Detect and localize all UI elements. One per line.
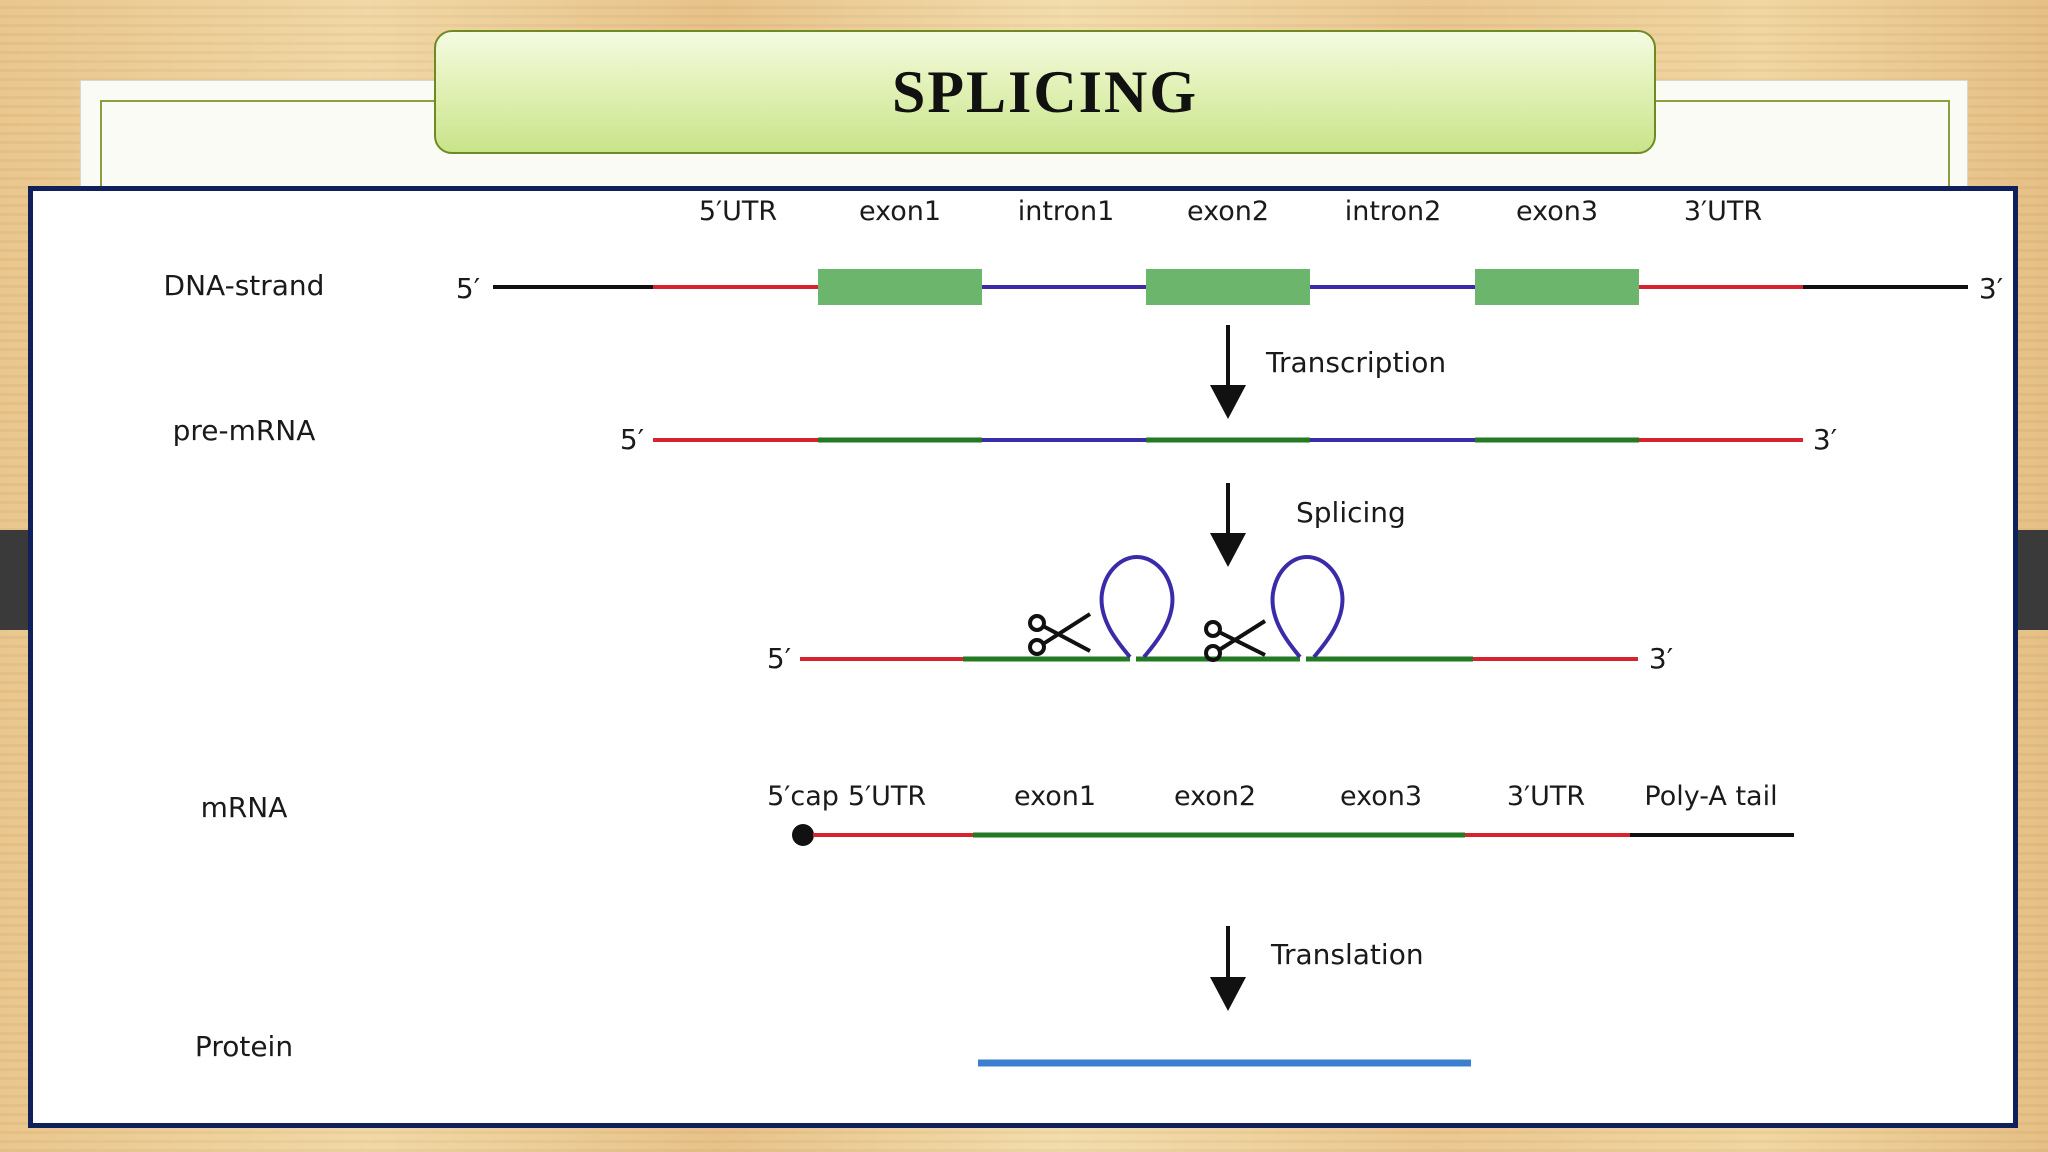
dna-5prime-label: 5′ (456, 272, 480, 305)
splice-5prime-label: 5′ (767, 642, 791, 675)
region-label-3utr: 3′UTR (1684, 196, 1762, 227)
mrna-label-3utr: 3′UTR (1507, 781, 1585, 812)
step-transcription-label: Transcription (1265, 346, 1446, 379)
dna-exon2 (1146, 269, 1310, 305)
pre-mrna-3prime-label: 3′ (1813, 423, 1837, 456)
intron1-lariat-icon (1099, 554, 1175, 659)
translation-arrow-icon (1210, 977, 1246, 1011)
step-splicing-label: Splicing (1296, 496, 1406, 529)
splicing-diagram: DNA-strand pre-mRNA mRNA Protein 5′UTR e… (164, 196, 2003, 1067)
mrna-label-polya: Poly-A tail (1644, 781, 1777, 812)
row-label-protein: Protein (195, 1030, 293, 1063)
scissors-icon (1028, 612, 1092, 656)
splicing-arrow-icon (1210, 533, 1246, 567)
dna-3prime-label: 3′ (1979, 272, 2003, 305)
background-band-left (0, 530, 32, 630)
region-label-5utr: 5′UTR (699, 196, 777, 227)
region-label-exon1: exon1 (859, 196, 941, 227)
dna-exon1 (818, 269, 982, 305)
mrna-label-exon3: exon3 (1340, 781, 1422, 812)
mrna-label-cap: 5′cap (767, 781, 839, 812)
pre-mrna-5prime-label: 5′ (620, 423, 644, 456)
step-translation-label: Translation (1270, 938, 1424, 971)
scissors-icon (1204, 619, 1267, 662)
region-label-intron1: intron1 (1018, 196, 1115, 227)
row-label-pre-mrna: pre-mRNA (173, 414, 316, 447)
region-label-exon2: exon2 (1187, 196, 1269, 227)
slide-title: SPLICING (891, 58, 1199, 125)
mrna-5cap-icon (792, 824, 814, 846)
region-label-exon3: exon3 (1516, 196, 1598, 227)
transcription-arrow-icon (1210, 385, 1246, 419)
row-label-mrna: mRNA (201, 791, 288, 824)
mrna-label-exon1: exon1 (1014, 781, 1096, 812)
splice-3prime-label: 3′ (1649, 642, 1673, 675)
diagram-frame: DNA-strand pre-mRNA mRNA Protein 5′UTR e… (28, 186, 2018, 1128)
mrna-label-exon2: exon2 (1174, 781, 1256, 812)
mrna-label-5utr: 5′UTR (848, 781, 926, 812)
background-band-right (2016, 530, 2048, 630)
row-label-dna: DNA-strand (164, 269, 325, 302)
region-label-intron2: intron2 (1345, 196, 1442, 227)
dna-exon3 (1475, 269, 1639, 305)
intron2-lariat-icon (1270, 554, 1345, 659)
title-box: SPLICING (434, 30, 1656, 154)
